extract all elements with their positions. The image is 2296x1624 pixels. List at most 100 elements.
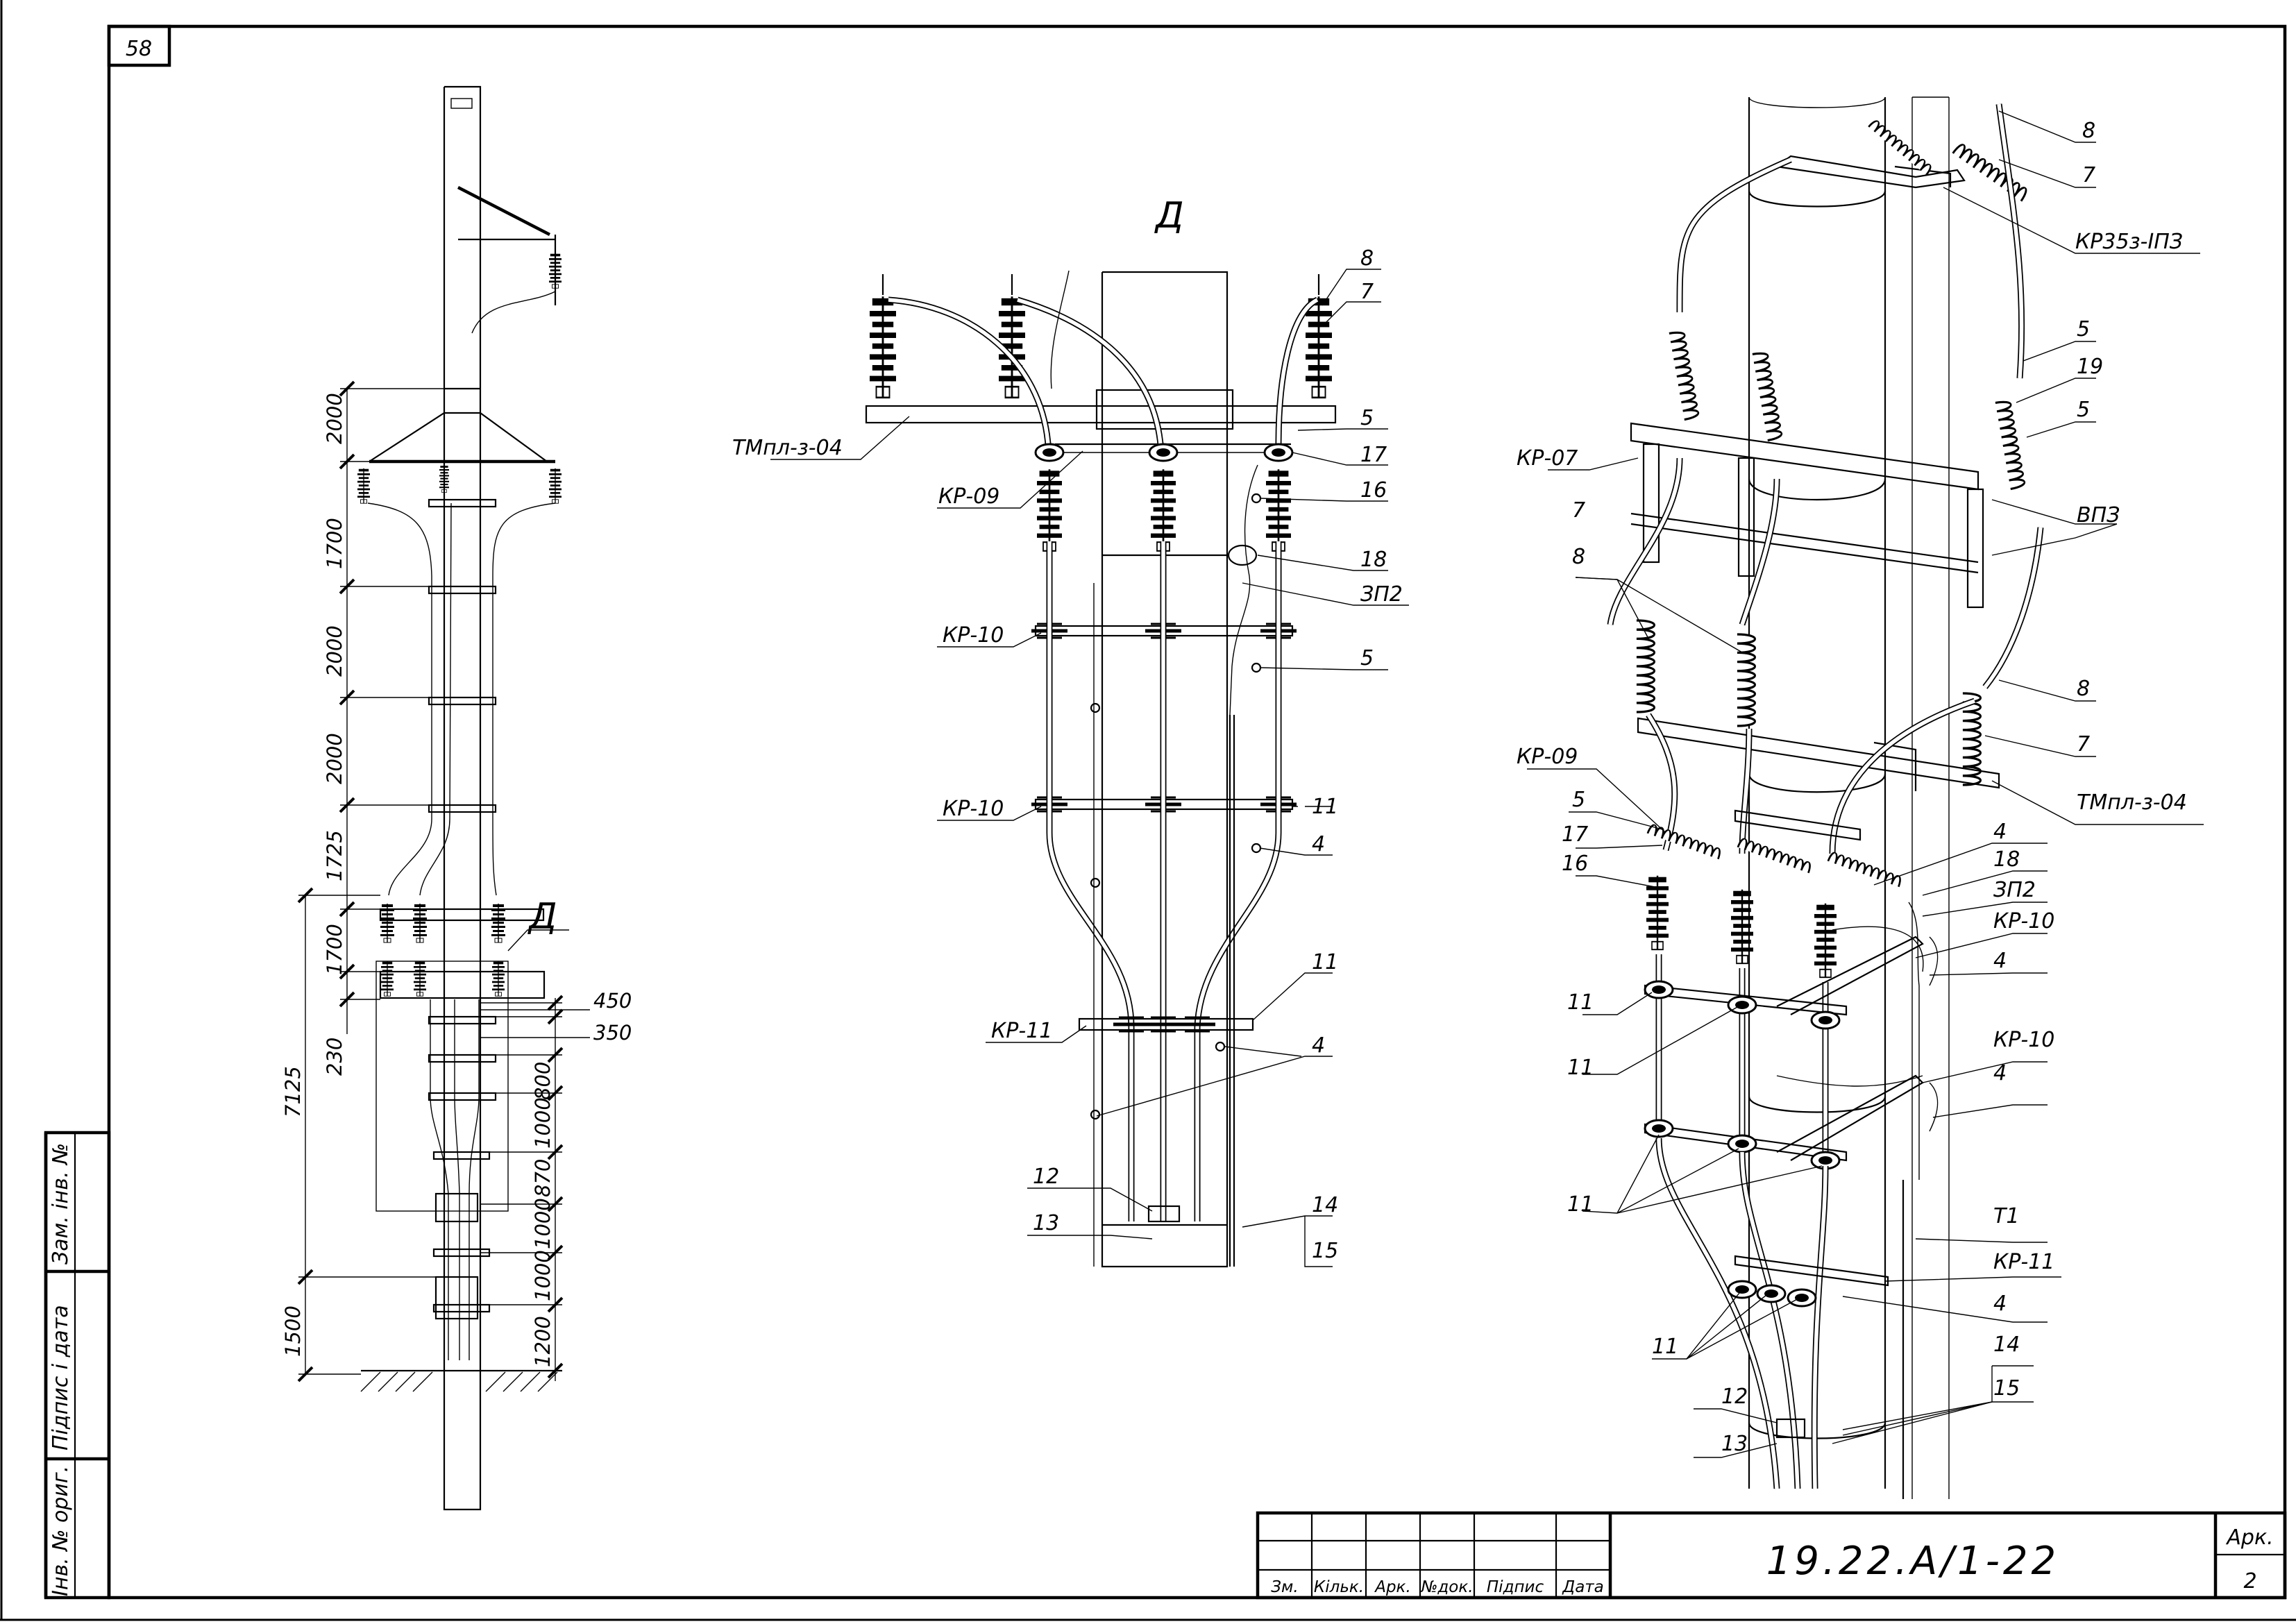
iso-label-7a: 7 [2082, 163, 2095, 187]
detail-label-14: 14 [1312, 1193, 1338, 1217]
iso-label-8a: 8 [2082, 119, 2095, 143]
dim-2000-a: 2000 [323, 393, 346, 444]
detail-label-7: 7 [1360, 280, 1374, 304]
dim-870: 870 [531, 1159, 555, 1197]
dim-1725: 1725 [323, 830, 346, 881]
dim-350: 350 [593, 1021, 632, 1044]
detail-label-4b: 4 [1312, 1033, 1325, 1058]
stamp-replace-inv: Зам. інв. № [49, 1143, 73, 1264]
iso-label-17: 17 [1562, 822, 1588, 847]
detail-label-12: 12 [1033, 1165, 1059, 1189]
stamp-inv-no-orig: Інв. № ориг. [49, 1466, 73, 1596]
iso-label-4c: 4 [1993, 1061, 2007, 1085]
detail-label-kr11: КР-11 [991, 1019, 1052, 1043]
dim-1200: 1200 [531, 1316, 555, 1367]
dim-1000-c: 1000 [531, 1250, 555, 1301]
iso-label-4d: 4 [1993, 1292, 2007, 1316]
iso-label-kr11: КР-11 [1993, 1250, 2054, 1274]
detail-label-5a: 5 [1360, 406, 1374, 430]
iso-label-11a: 11 [1567, 990, 1594, 1015]
iso-label-kr10a: КР-10 [1993, 909, 2054, 933]
iso-label-7c: 7 [2077, 732, 2090, 756]
iso-label-4a: 4 [1993, 820, 2007, 844]
iso-label-16: 16 [1562, 852, 1588, 876]
left-pole [443, 85, 482, 1511]
page-number: 58 [126, 37, 152, 61]
iso-label-8c: 8 [2077, 677, 2090, 701]
dim-1700-b: 1700 [323, 924, 346, 975]
sheet-label: Арк. [2225, 1525, 2273, 1550]
detail-label-17: 17 [1360, 443, 1387, 467]
iso-label-18: 18 [1993, 847, 2020, 872]
iso-label-tmpl: ТМпл-з-04 [2077, 790, 2187, 815]
iso-label-zp2: ЗП2 [1993, 878, 2036, 902]
iso-label-kr10b: КР-10 [1993, 1028, 2054, 1052]
tb-col-data: Дата [1562, 1578, 1604, 1596]
tb-col-ark: Арк. [1374, 1578, 1411, 1596]
stamp-sign-date: Підпис і дата [49, 1305, 73, 1450]
dim-2000-c: 2000 [323, 733, 346, 784]
iso-label-t1: Т1 [1993, 1204, 2019, 1228]
detail-label-kr09: КР-09 [938, 484, 999, 509]
sheet-number: 2 [2243, 1569, 2256, 1593]
document-code: 19.22.А/1-22 [1766, 1539, 2059, 1584]
page-number-box [107, 24, 171, 67]
detail-label-18: 18 [1360, 548, 1387, 572]
dim-800: 800 [531, 1062, 555, 1100]
iso-label-19: 19 [2077, 355, 2103, 379]
detail-label-15: 15 [1312, 1239, 1338, 1263]
dim-1700-a: 1700 [323, 518, 346, 569]
detail-label-kr10b: КР-10 [943, 797, 1004, 821]
dim-7125: 7125 [281, 1066, 305, 1117]
detail-view [770, 269, 1409, 1268]
detail-title: Д [1154, 195, 1184, 237]
tb-col-kilk: Кільк. [1314, 1578, 1364, 1596]
detail-label-11b: 11 [1312, 950, 1338, 974]
iso-label-11c: 11 [1567, 1192, 1594, 1217]
detail-label-5b: 5 [1360, 646, 1374, 670]
detail-label-zp2: ЗП2 [1360, 582, 1403, 607]
detail-label-8: 8 [1360, 246, 1374, 271]
detail-frame [375, 961, 509, 1212]
detail-pole [1101, 271, 1229, 1268]
iso-label-7b: 7 [1572, 498, 1585, 523]
iso-label-13: 13 [1721, 1432, 1748, 1456]
iso-view [1527, 96, 2204, 1499]
iso-label-kr07: КР-07 [1517, 446, 1578, 471]
dim-2000-b: 2000 [323, 625, 346, 677]
iso-label-5a: 5 [2077, 317, 2090, 341]
dim-450: 450 [593, 989, 632, 1013]
detail-label-16: 16 [1360, 478, 1387, 502]
iso-label-8b: 8 [1572, 545, 1585, 569]
iso-label-5b: 5 [2077, 398, 2090, 422]
dim-1000-a: 1000 [531, 1097, 555, 1149]
title-block [1256, 1511, 2287, 1600]
tb-col-pidpys: Підпис [1487, 1578, 1544, 1596]
iso-label-5c: 5 [1572, 788, 1585, 812]
iso-label-kr09: КР-09 [1517, 745, 1578, 769]
iso-label-11d: 11 [1652, 1335, 1678, 1359]
detail-label-13: 13 [1033, 1211, 1059, 1235]
detail-label-4a: 4 [1312, 832, 1325, 856]
iso-label-11b: 11 [1567, 1056, 1594, 1080]
iso-label-4b: 4 [1993, 949, 2007, 973]
tb-col-zm: Зм. [1271, 1578, 1298, 1596]
iso-label-12: 12 [1721, 1385, 1748, 1409]
tb-col-ndok: №док. [1419, 1578, 1473, 1596]
left-stamp-column [44, 1131, 111, 1600]
dim-230: 230 [323, 1038, 346, 1076]
dim-1000-b: 1000 [531, 1198, 555, 1249]
iso-label-14: 14 [1993, 1333, 2020, 1357]
detail-label-11a: 11 [1312, 795, 1338, 819]
iso-label-kr35: КР35з-ІПЗ [2075, 230, 2183, 254]
left-pole-view [297, 85, 590, 1511]
detail-label-tmpl: ТМпл-з-04 [732, 436, 843, 460]
detail-label-kr10a: КР-10 [943, 623, 1004, 648]
iso-label-vpz: ВПЗ [2077, 503, 2120, 527]
dim-1500: 1500 [281, 1305, 305, 1357]
iso-label-15: 15 [1993, 1376, 2020, 1401]
detail-mark-d: Д [527, 896, 557, 938]
